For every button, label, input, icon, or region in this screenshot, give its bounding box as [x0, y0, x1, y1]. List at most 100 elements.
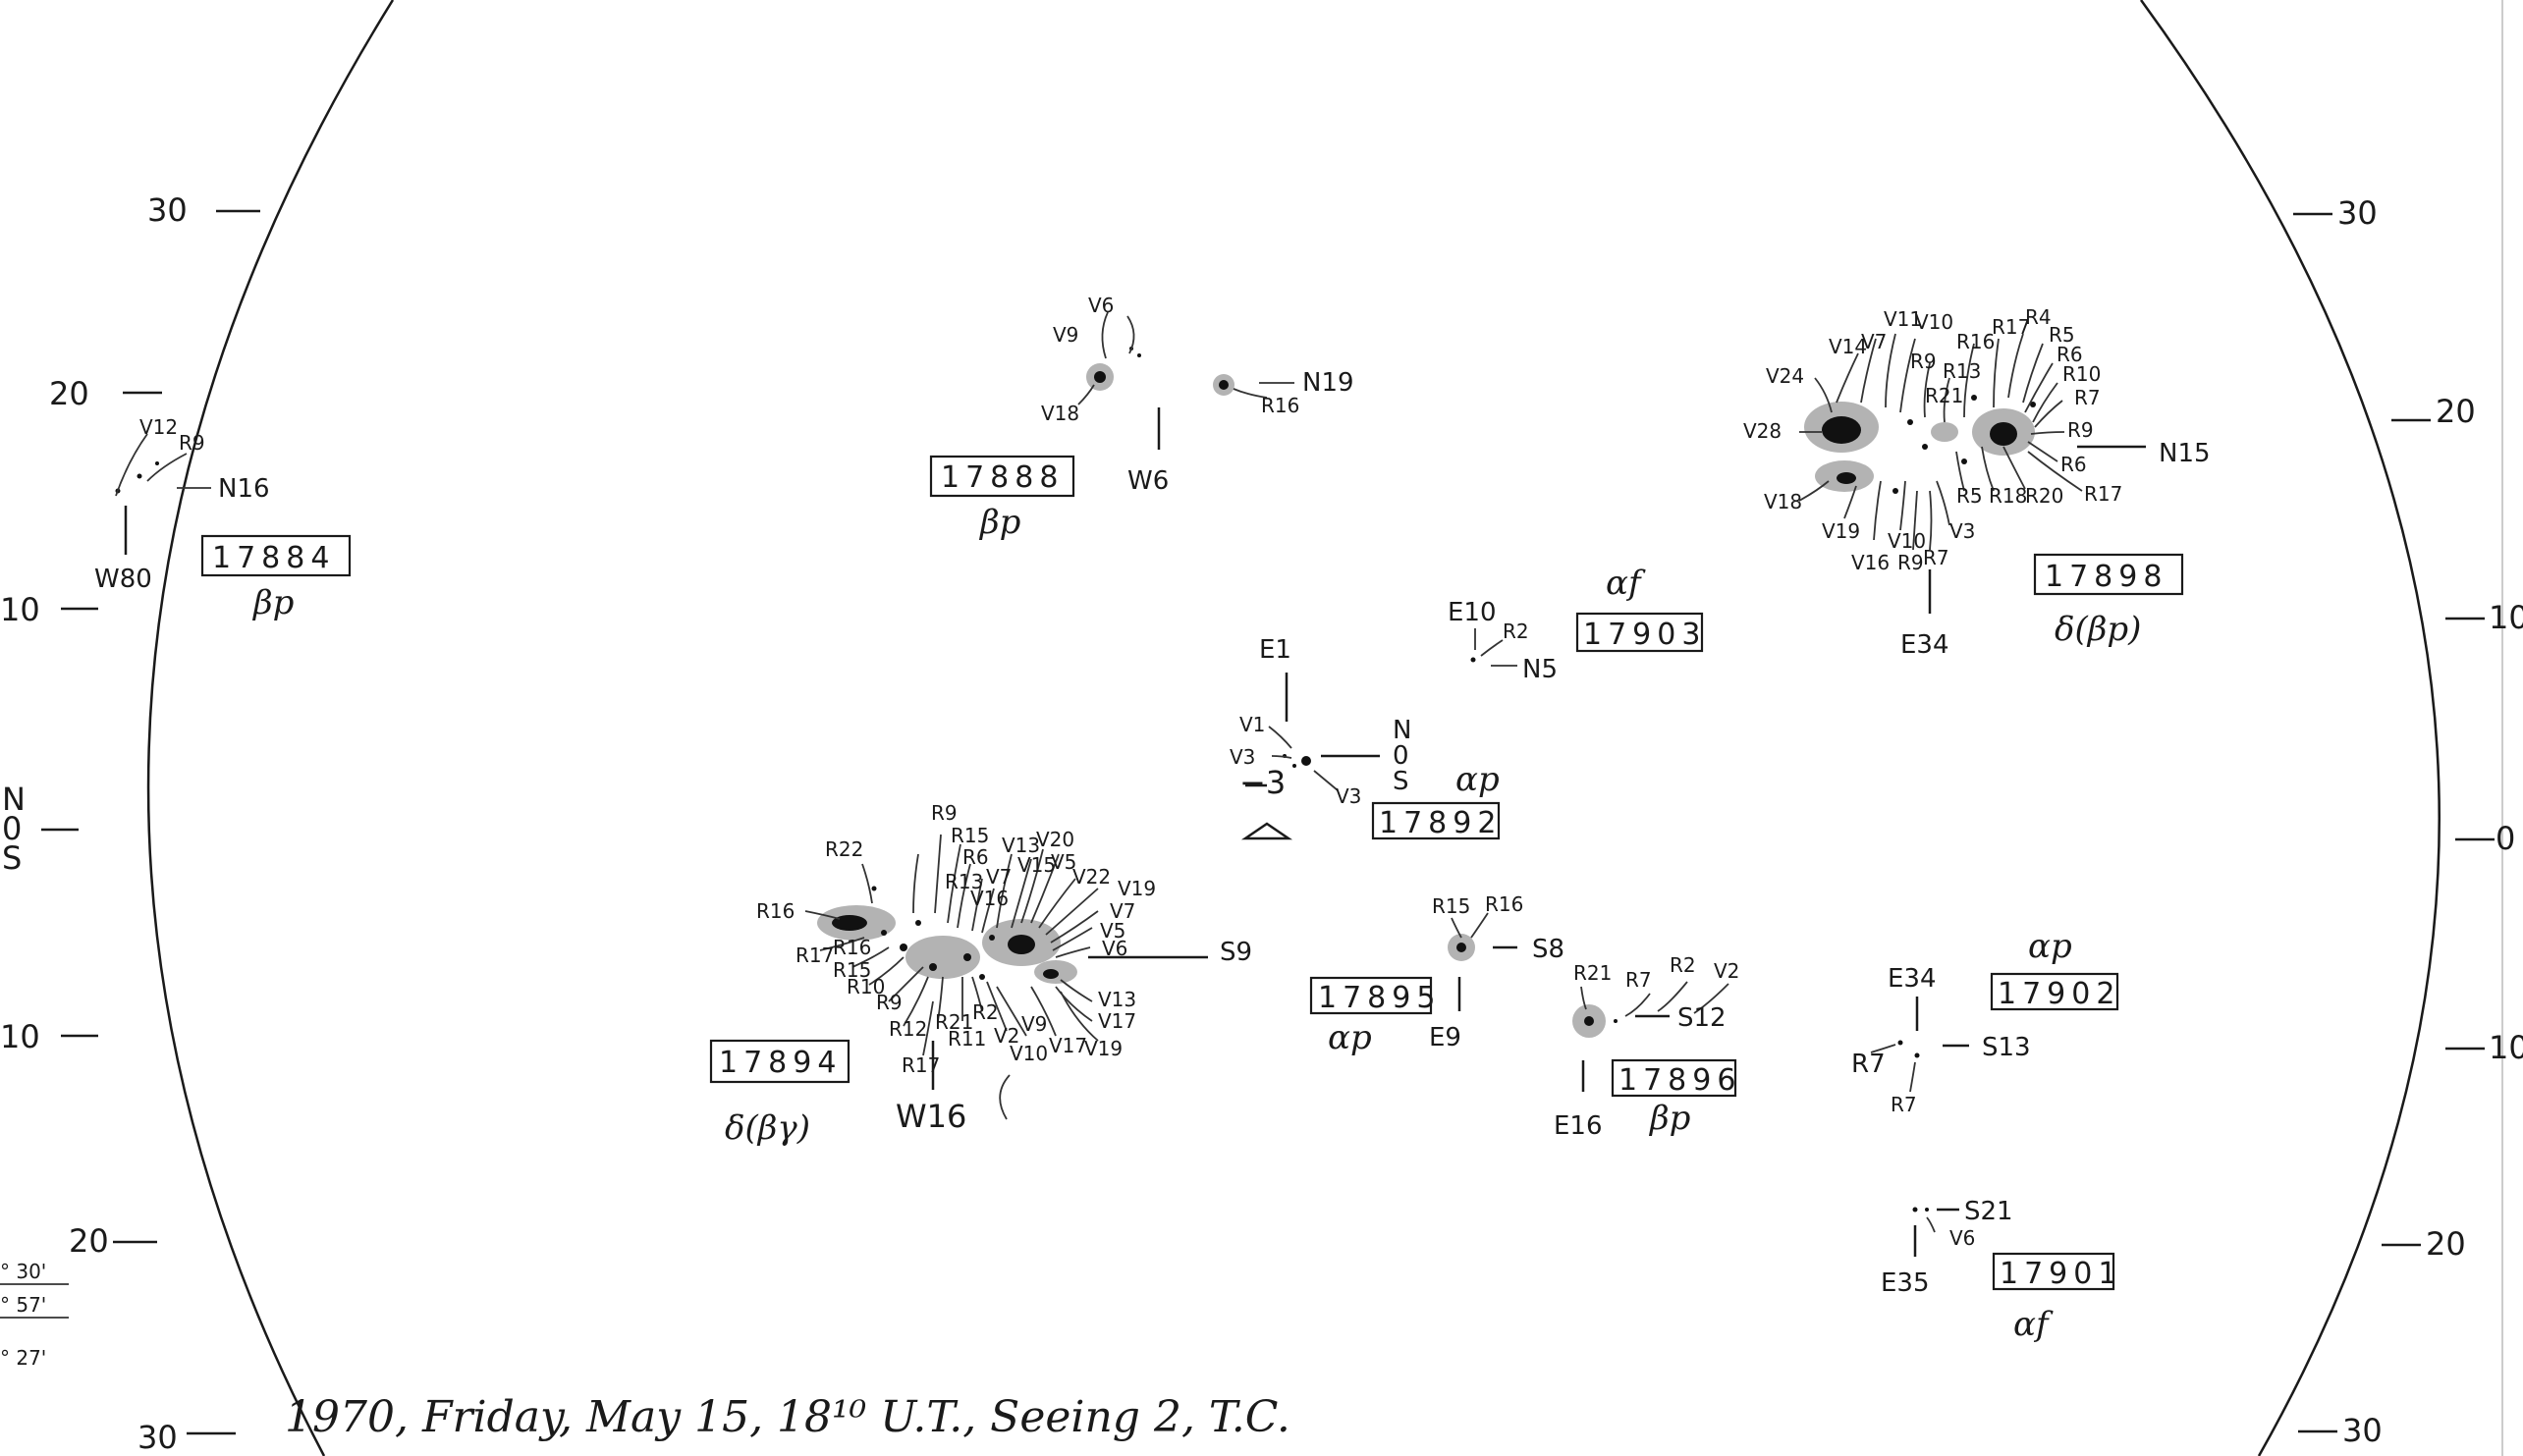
label-17888-v9: V9 [1053, 323, 1078, 347]
region-class-17898: δ(βp) [2055, 610, 2141, 649]
region-number-17898: 17898 [2045, 560, 2167, 594]
left-tick-30-top: 30 [147, 191, 188, 229]
label-17894-v22: V22 [1072, 865, 1111, 889]
label-17888-r16: R16 [1261, 394, 1299, 417]
label-17898-e34: E34 [1900, 630, 1949, 660]
right-tick-10-bottom: 10 [2489, 1029, 2523, 1066]
label-17894-s9: S9 [1220, 938, 1252, 967]
right-limb-arc [2139, 0, 2441, 1456]
region-number-17895: 17895 [1318, 981, 1441, 1015]
corner-note-2: ° 57' [0, 1293, 46, 1317]
label-17896-e16: E16 [1554, 1111, 1603, 1141]
left-latitude-scale: 30 20 10 N 0 S 10 20 30 [0, 191, 260, 1456]
label-17898-v18: V18 [1764, 490, 1802, 513]
label-17894-v5b: V5 [1100, 919, 1125, 943]
label-17895-e9: E9 [1429, 1023, 1461, 1052]
label-17888-n19: N19 [1302, 368, 1354, 398]
region-17901: S21 V6 E35 17901 αf [1881, 1197, 2116, 1344]
label-17898-r7: R7 [2074, 386, 2101, 409]
label-17902-e34: E34 [1888, 964, 1937, 994]
right-tick-0: 0 [2496, 820, 2515, 857]
label-17898-r21: R21 [1925, 384, 1963, 407]
label-17898-r10: R10 [2062, 362, 2101, 386]
right-tick-30-bottom: 30 [2342, 1412, 2383, 1449]
label-17894-v10: V10 [1010, 1042, 1048, 1065]
region-class-17894: δ(βγ) [725, 1108, 810, 1148]
label-17894-r16: R16 [756, 899, 795, 923]
label-17895-r15: R15 [1432, 894, 1470, 918]
label-17898-v19: V19 [1822, 519, 1860, 543]
label-17892-zero: 0 [1393, 741, 1409, 771]
label-17896-r2: R2 [1670, 953, 1696, 977]
region-class-17888: βp [978, 503, 1020, 542]
label-17894-v17: V17 [1049, 1034, 1087, 1057]
right-tick-20-bottom: 20 [2426, 1225, 2466, 1263]
region-17884: V12 R9 N16 W80 17884 βp [94, 415, 352, 622]
label-17894-r16b: R16 [833, 936, 871, 959]
label-17902-r7: R7 [1851, 1050, 1886, 1079]
label-17894-r11: R11 [948, 1027, 986, 1051]
label-17898-r18: R18 [1989, 484, 2027, 508]
left-label-n: N [2, 781, 26, 818]
region-17902: E34 R7 R7 S13 17902 αp [1851, 927, 2119, 1116]
label-17894-r9: R9 [931, 801, 958, 825]
label-17898-v10: V10 [1915, 310, 1953, 334]
left-label-0: 0 [2, 810, 22, 847]
label-17898-r6b: R6 [2060, 453, 2087, 476]
label-17898-r6: R6 [2057, 343, 2083, 366]
left-tick-10-bottom: 10 [0, 1018, 40, 1055]
region-class-17884: βp [251, 583, 294, 622]
label-17898-r9c: R9 [1897, 551, 1924, 574]
region-17903: E10 R2 N5 17903 αf [1448, 564, 1704, 684]
label-17894-r15b: R15 [833, 958, 871, 982]
region-class-17901: αf [2013, 1305, 2054, 1344]
label-17895-r16: R16 [1485, 892, 1523, 916]
label-17898-r7b: R7 [1923, 546, 1949, 569]
label-17892-v3b: V3 [1336, 784, 1361, 808]
label-17898-r13: R13 [1943, 359, 1981, 383]
corner-note-1: ° 30' [0, 1260, 46, 1283]
label-17898-r5: R5 [2049, 323, 2075, 347]
region-17895: R15 R16 S8 E9 17895 αp [1309, 892, 1564, 1057]
right-latitude-scale: 30 20 10 0 10 20 30 [2293, 194, 2523, 1449]
label-17896-r7: R7 [1625, 968, 1652, 992]
region-class-17892: αp [1455, 760, 1500, 799]
label-17903-e10: E10 [1448, 598, 1497, 627]
label-17898-v10b: V10 [1888, 529, 1926, 553]
right-tick-20-top: 20 [2436, 393, 2476, 430]
label-17894-v6: V6 [1102, 937, 1127, 960]
region-number-17884: 17884 [212, 541, 335, 575]
label-17898-v7: V7 [1861, 330, 1887, 353]
label-17903-r2: R2 [1503, 620, 1529, 643]
label-17902-r7b: R7 [1891, 1093, 1917, 1116]
label-17894-r12: R12 [889, 1017, 927, 1041]
label-17898-v24: V24 [1766, 364, 1804, 388]
left-tick-20-bottom: 20 [69, 1222, 109, 1260]
label-17894-v7: V7 [986, 865, 1012, 889]
region-class-17903: αf [1606, 564, 1646, 603]
region-17888: V6 V9 V18 R16 N19 W6 17888 βp [929, 294, 1354, 542]
label-17884-r9: R9 [179, 431, 205, 455]
left-tick-30-bottom: 30 [137, 1419, 178, 1456]
label-17892-n: N [1393, 716, 1411, 745]
right-tick-30-top: 30 [2337, 194, 2378, 232]
label-17901-e35: E35 [1881, 1268, 1930, 1298]
label-17894-v19b: V19 [1084, 1037, 1123, 1060]
label-17884-w80: W80 [94, 565, 152, 594]
label-17894-r6: R6 [962, 845, 989, 869]
label-17894-r15: R15 [951, 824, 989, 847]
label-17898-r16: R16 [1956, 330, 1995, 353]
label-17898-r4: R4 [2025, 305, 2052, 329]
label-17898-r17b: R17 [2084, 482, 2122, 506]
label-17898-v11: V11 [1884, 307, 1922, 331]
region-class-17895: αp [1328, 1018, 1372, 1057]
region-17894: R22 R16 R9 R15 R6 R13 V16 V7 V13 V15 V20… [709, 801, 1252, 1148]
region-number-17894: 17894 [719, 1046, 842, 1080]
label-17898-v16: V16 [1851, 551, 1890, 574]
label-17894-v2: V2 [994, 1024, 1019, 1048]
corner-note-3: ° 27' [0, 1346, 46, 1370]
label-17901-s21: S21 [1964, 1197, 2013, 1226]
label-17894-v15: V15 [1017, 853, 1056, 877]
label-17898-v14: V14 [1829, 335, 1867, 358]
